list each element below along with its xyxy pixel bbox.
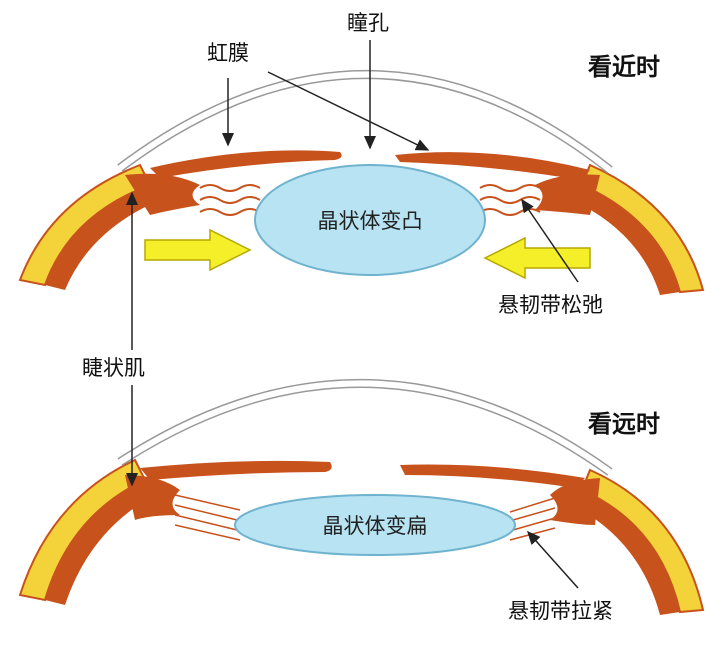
- near-title: 看近时: [588, 53, 660, 81]
- arrow-right-icon: [144, 228, 252, 272]
- iris-left-far: [140, 460, 332, 480]
- zonule-tight-label: 悬韧带拉紧: [508, 599, 613, 623]
- ciliary-muscle-label: 睫状肌: [82, 356, 145, 380]
- iris-right: [395, 152, 590, 180]
- lens-near-label: 晶状体变凸: [318, 209, 423, 233]
- iris-right-far: [400, 464, 585, 488]
- zonule-relaxed-label: 悬韧带松弛: [498, 293, 603, 317]
- iris-label: 虹膜: [207, 41, 249, 65]
- iris-left: [150, 150, 342, 178]
- ciliary-body-right-far: [550, 478, 600, 525]
- choroid-right: [572, 185, 680, 295]
- ciliary-body-right: [535, 174, 600, 215]
- zonules-relaxed: [199, 184, 541, 216]
- ciliary-body-left: [125, 173, 200, 215]
- ciliary-body-left-far: [125, 475, 180, 520]
- arrow-left-icon: [483, 236, 591, 280]
- lens-convex: [254, 164, 486, 276]
- far-eye: 晶状体变扁: [18, 379, 705, 615]
- lens-far-label: 晶状体变扁: [323, 514, 428, 538]
- pupil-label: 瞳孔: [347, 11, 389, 35]
- zonules-tight: [174, 494, 556, 541]
- far-title: 看远时: [588, 410, 660, 438]
- annotations: [126, 40, 579, 589]
- near-eye: 晶状体变凸: [18, 70, 705, 295]
- lens-flat: [234, 494, 516, 556]
